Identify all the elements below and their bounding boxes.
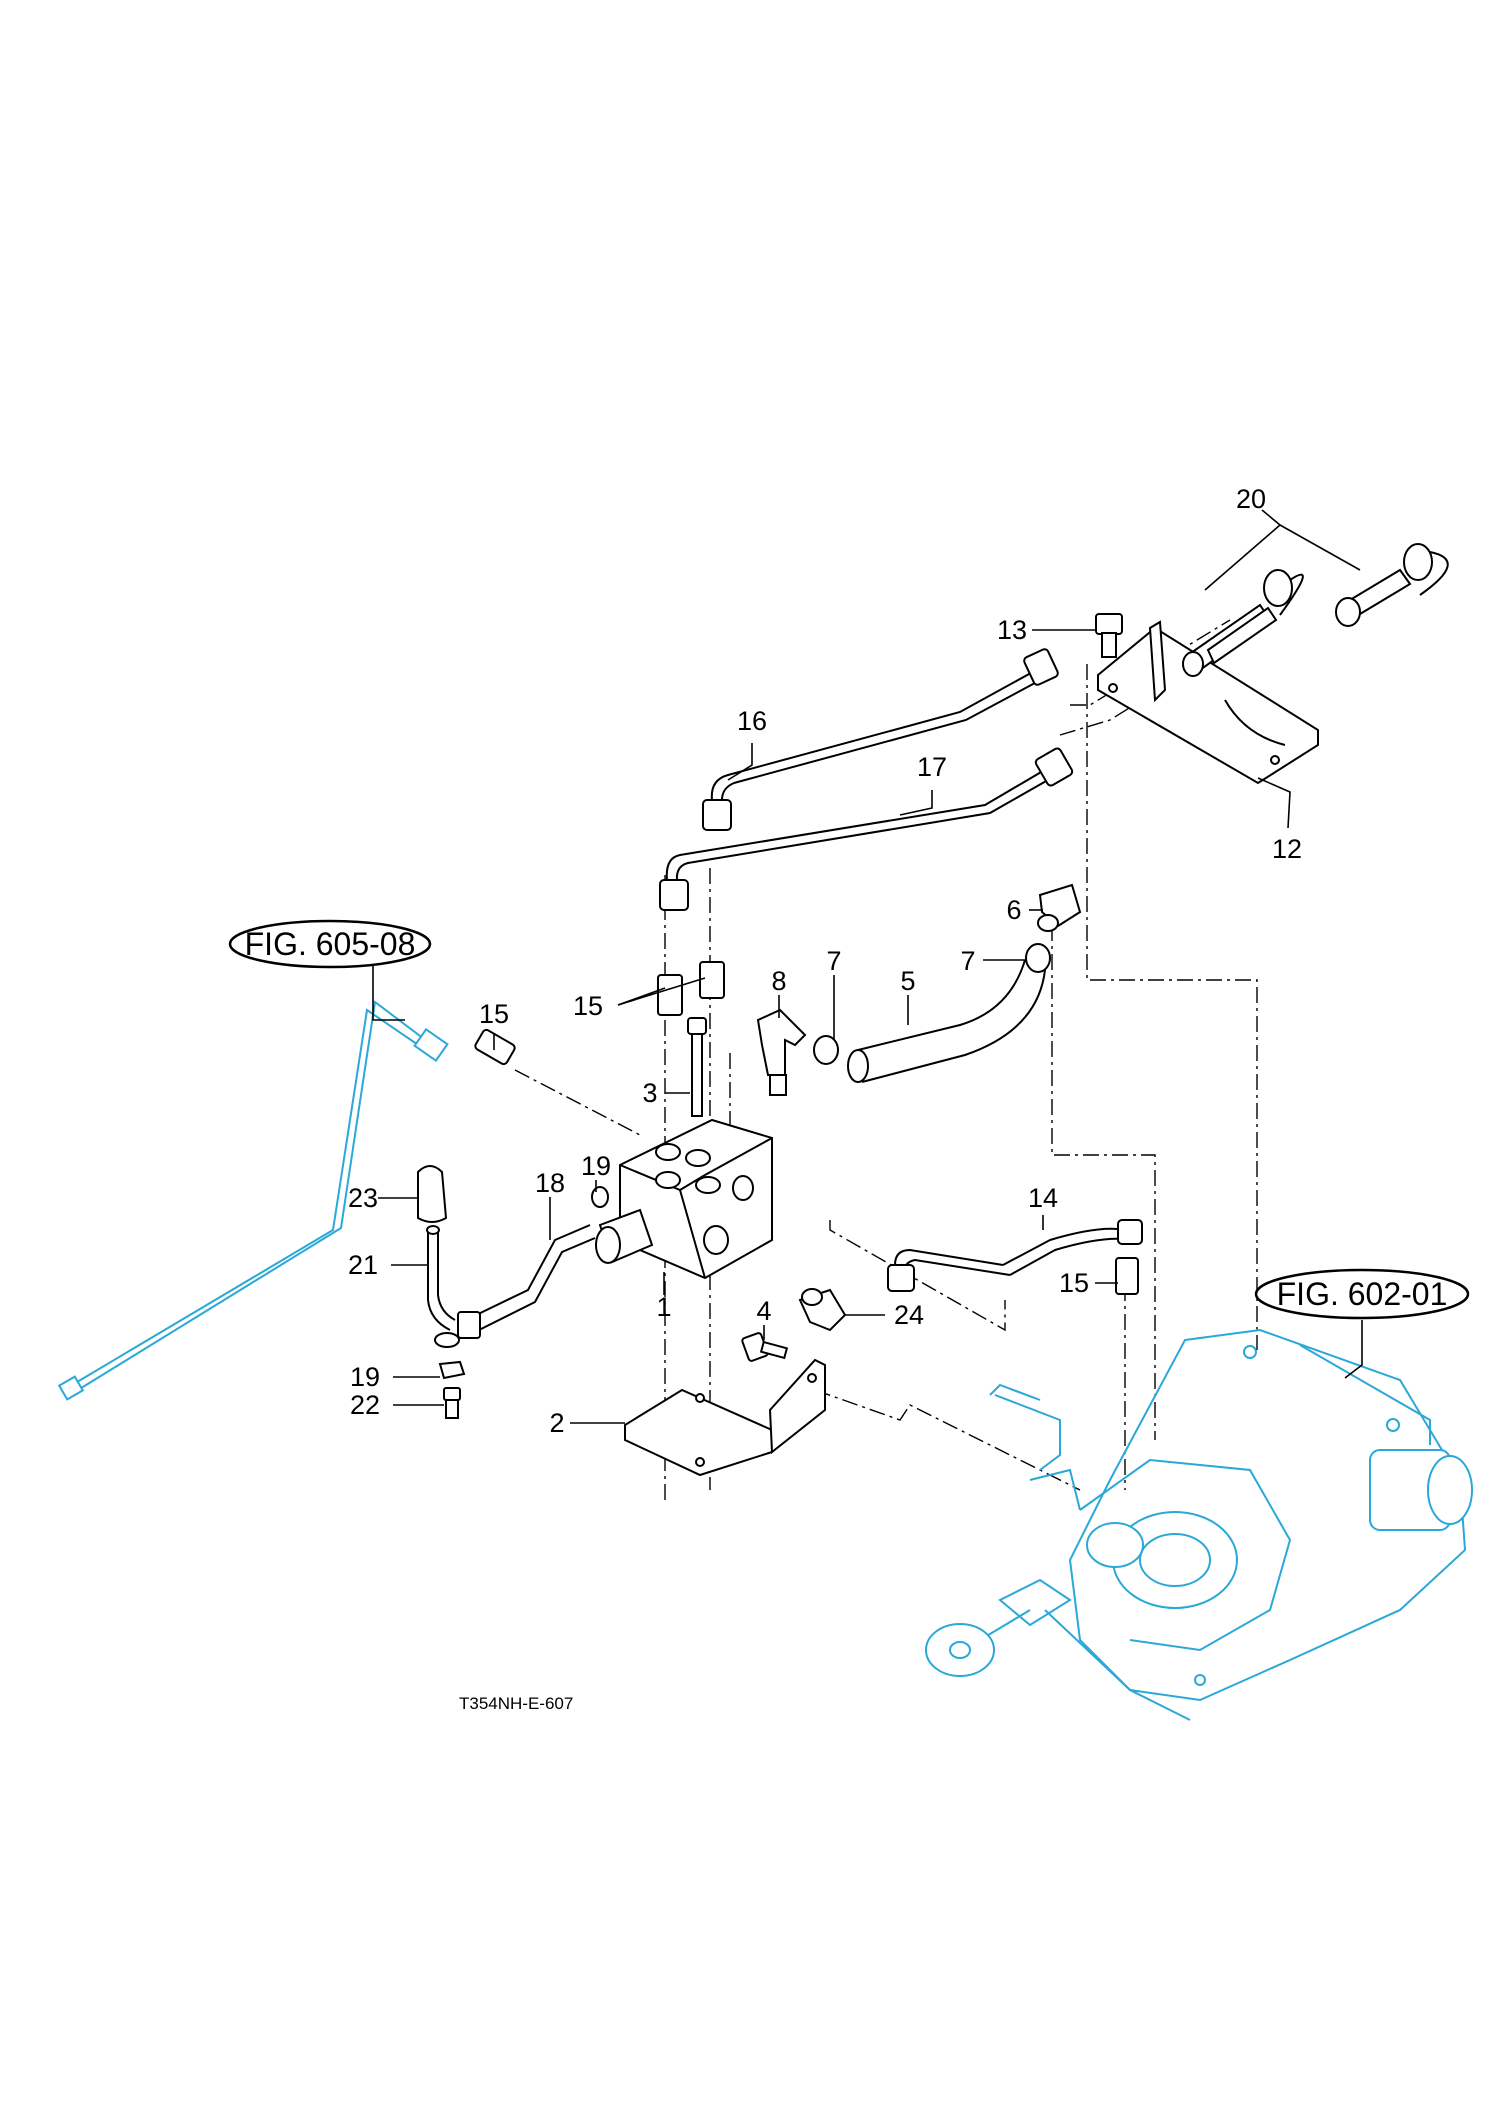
part-23-grip: [417, 1165, 448, 1223]
callout-7-right: 7: [960, 946, 975, 976]
part-15-fitting-left: [474, 1028, 516, 1066]
reference-housing-602-01: [925, 1328, 1473, 1721]
part-13-bolt: [1095, 613, 1123, 658]
callout-21: 21: [348, 1250, 378, 1280]
part-14-pipe: [887, 1219, 1143, 1292]
reference-label-605: FIG. 605-08: [245, 926, 416, 962]
part-12-bracket: [1097, 620, 1319, 785]
callouts: 20 13 12 16 17 6 7 8 7 5 15 15 3 19 18 2…: [348, 484, 1302, 1438]
part-7-clamps: [813, 943, 1051, 1065]
reference-bubble-605: FIG. 605-08: [228, 919, 432, 969]
part-2-bracket-plate: [624, 1358, 826, 1477]
callout-15-top: 15: [573, 991, 603, 1021]
callout-4: 4: [756, 1296, 771, 1326]
part-21-handle: [426, 1225, 460, 1348]
part-18-lever: [457, 1224, 596, 1339]
callout-1: 1: [656, 1292, 671, 1322]
part-19-nut-upper: [591, 1186, 609, 1208]
callout-7-left: 7: [826, 946, 841, 976]
leader-lines: [372, 509, 1363, 1424]
part-22-bolt: [443, 1387, 461, 1419]
callout-22: 22: [350, 1390, 380, 1420]
part-1-valve-body: [595, 1118, 773, 1280]
callout-5: 5: [900, 966, 915, 996]
callout-15-left: 15: [479, 999, 509, 1029]
reference-tube-605-08: [57, 1000, 449, 1401]
callout-12: 12: [1272, 834, 1302, 864]
callout-19-upper: 19: [581, 1151, 611, 1181]
callout-14: 14: [1028, 1183, 1058, 1213]
assembly-lines: [514, 619, 1258, 1500]
part-19-nut-lower: [438, 1360, 466, 1380]
reference-label-602: FIG. 602-01: [1277, 1276, 1448, 1312]
callout-18: 18: [535, 1168, 565, 1198]
part-15-fittings-top: [657, 961, 725, 1016]
callout-6: 6: [1006, 895, 1021, 925]
callout-15-right: 15: [1059, 1268, 1089, 1298]
callout-3: 3: [642, 1078, 657, 1108]
part-17-pipe: [659, 747, 1074, 911]
part-8-elbow: [756, 1008, 807, 1096]
callout-23: 23: [348, 1183, 378, 1213]
part-5-hose: [847, 959, 1046, 1083]
callout-20: 20: [1236, 484, 1266, 514]
part-16-pipe: [702, 648, 1059, 831]
callout-17: 17: [917, 752, 947, 782]
part-4-bolt: [741, 1332, 789, 1362]
part-6-elbow: [1037, 883, 1082, 932]
part-20-couplers: [1182, 543, 1449, 677]
callout-2: 2: [549, 1408, 564, 1438]
callout-13: 13: [997, 615, 1027, 645]
part-24-elbow: [798, 1288, 847, 1332]
callout-8: 8: [771, 966, 786, 996]
part-3-bolt: [687, 1017, 707, 1117]
callout-16: 16: [737, 706, 767, 736]
part-15-fitting-right: [1115, 1257, 1139, 1295]
callout-24: 24: [894, 1300, 924, 1330]
reference-bubble-602: FIG. 602-01: [1254, 1268, 1470, 1320]
callout-19-lower: 19: [350, 1362, 380, 1392]
figure-code: T354NH-E-607: [459, 1694, 573, 1713]
